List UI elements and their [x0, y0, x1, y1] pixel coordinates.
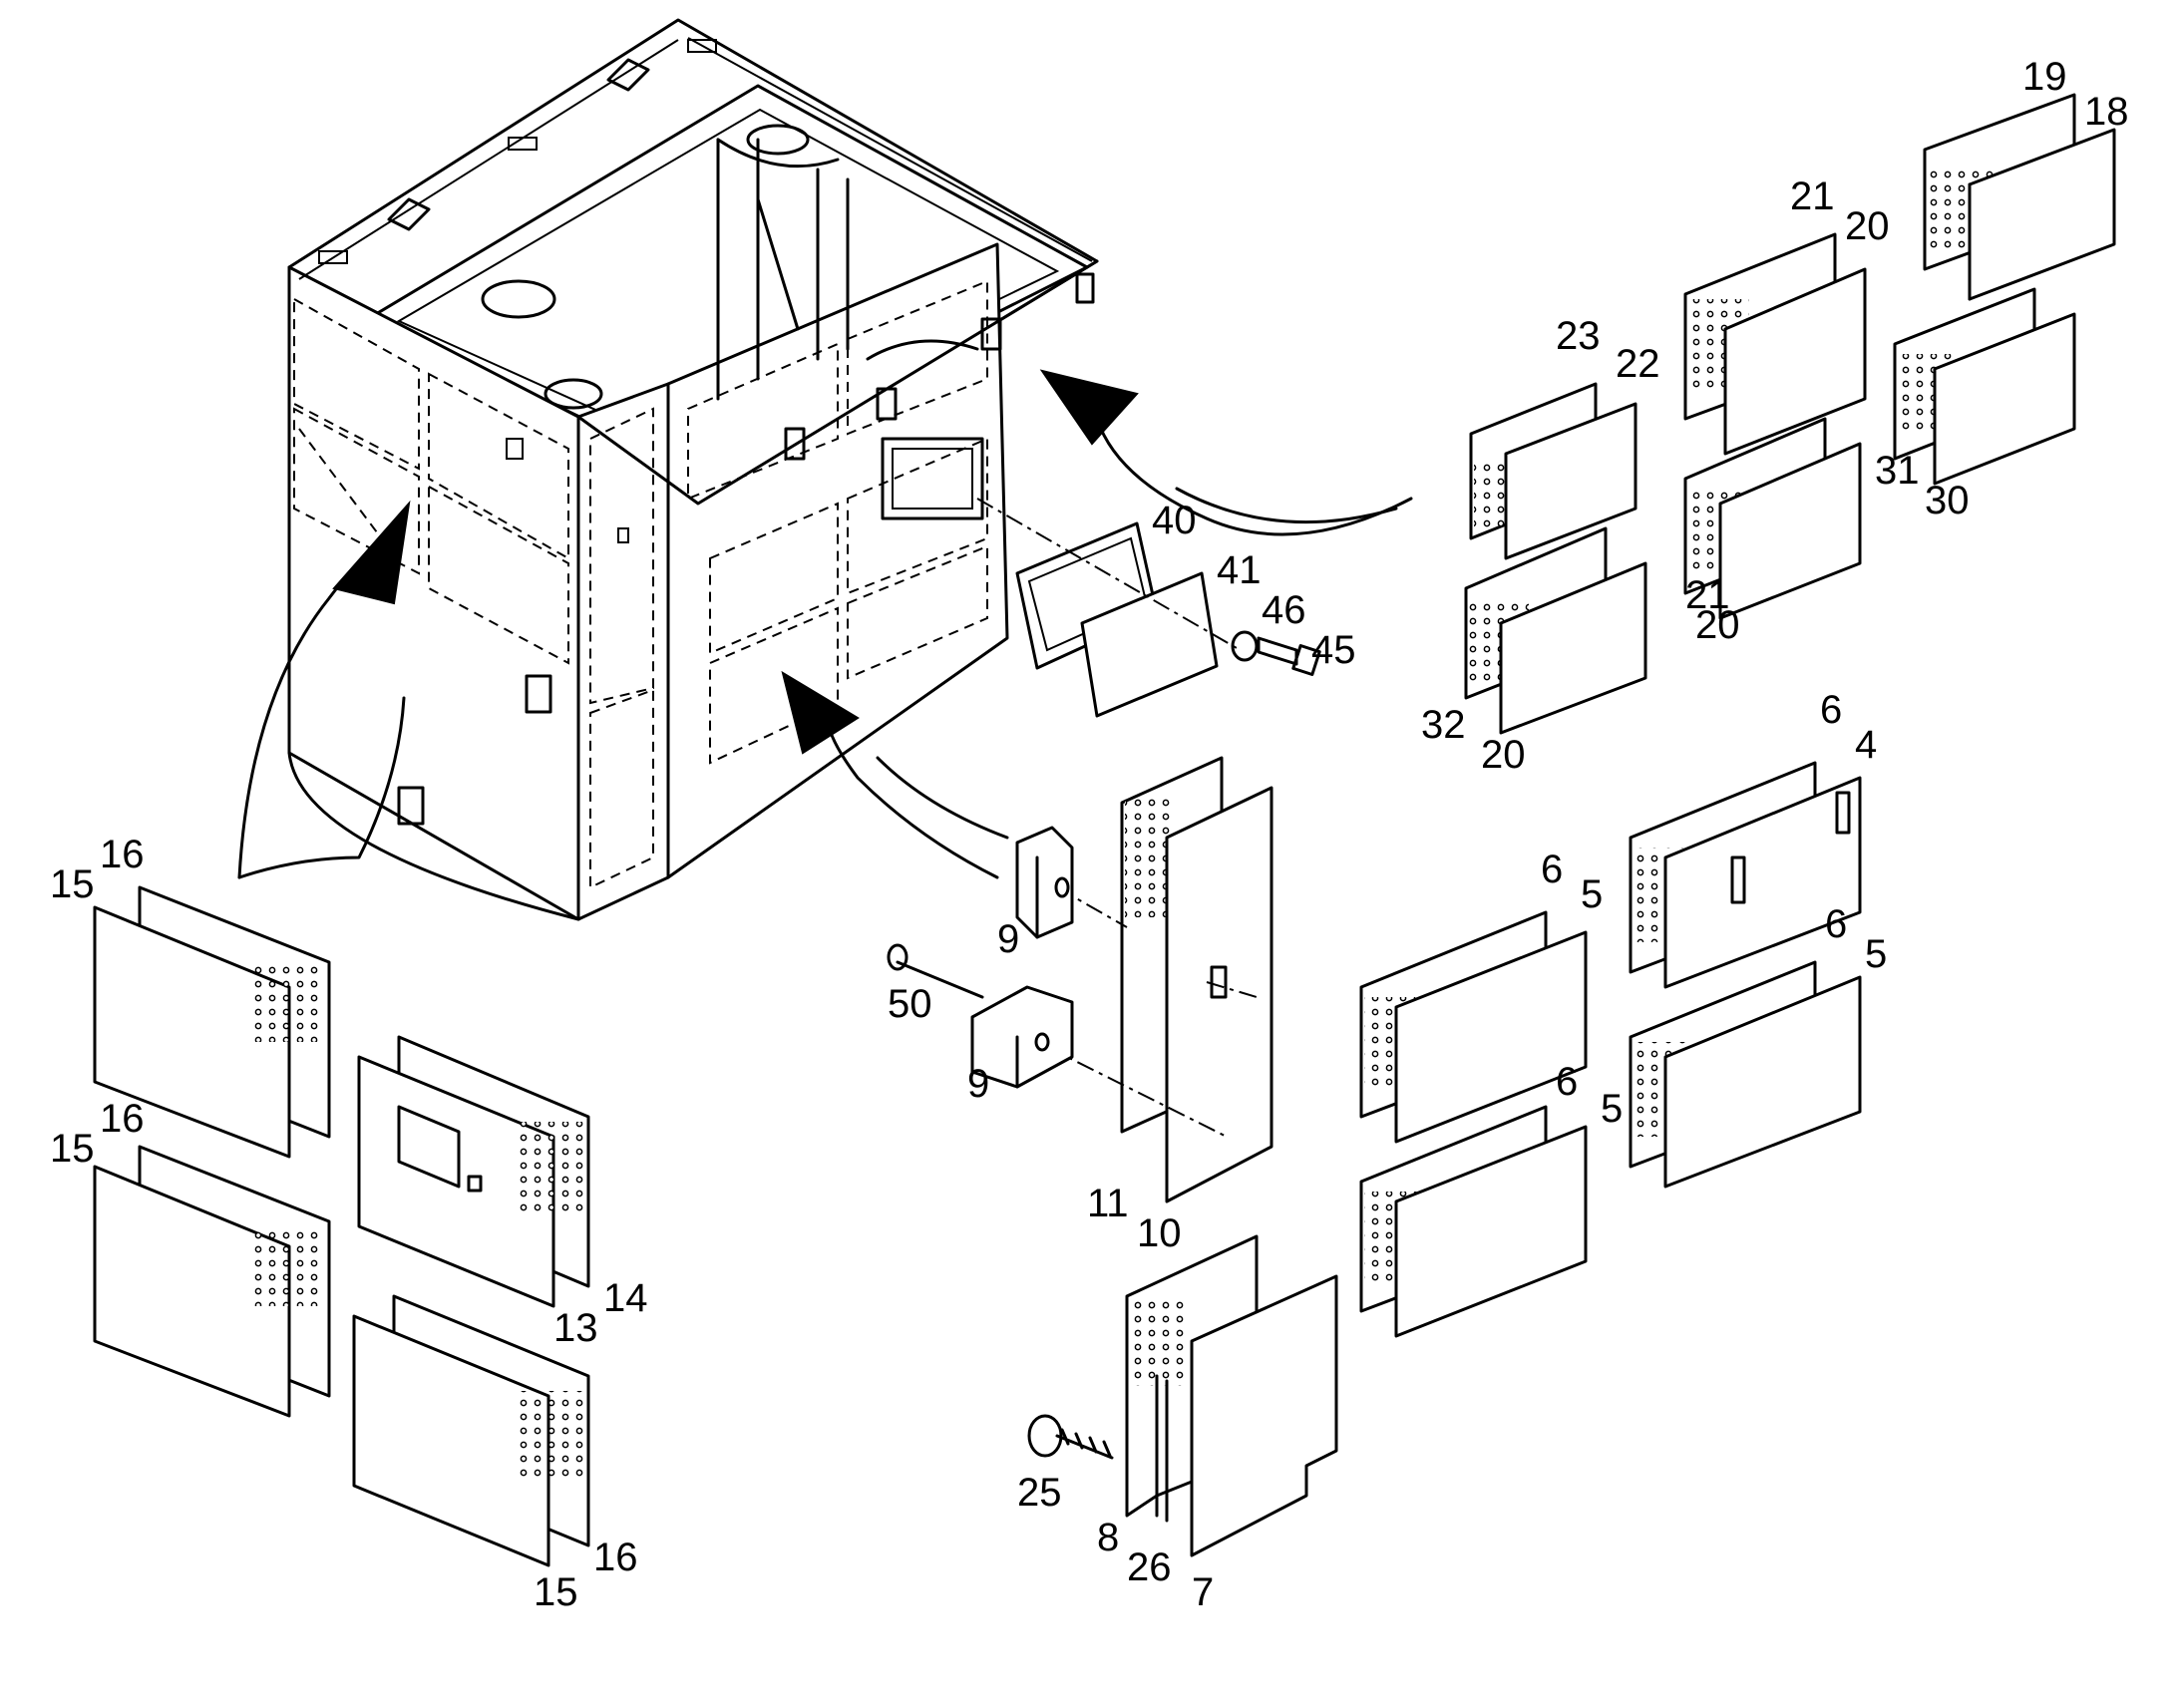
leader-arrows [237, 369, 1413, 879]
callout-50: 50 [888, 982, 932, 1026]
panel-pair-15-16-mid [93, 1145, 331, 1418]
block-9-upper [1015, 826, 1074, 939]
callout-32: 32 [1421, 703, 1466, 747]
callout-40: 40 [1152, 499, 1197, 542]
callout-45: 45 [1311, 628, 1356, 672]
callout-11: 11 [1087, 1182, 1129, 1225]
callout-19: 19 [2022, 55, 2067, 99]
callout-6: 6 [1820, 688, 1842, 732]
panel-pair-31-30 [1893, 287, 2076, 486]
panel-pair-6-5-upper-right [1629, 960, 1862, 1189]
callout-20: 20 [1695, 603, 1740, 647]
callout-9: 9 [997, 917, 1019, 961]
panel-pair-21-20-upper [1683, 232, 1867, 456]
panel-pair-32-20 [1464, 526, 1647, 735]
callout-31: 31 [1875, 449, 1920, 493]
panel-pair-8-7 [1125, 1234, 1338, 1557]
callout-30: 30 [1925, 479, 1970, 522]
callout-15: 15 [50, 862, 95, 906]
callout-46: 46 [1262, 588, 1306, 632]
panel-pair-15-16-bottom [352, 1294, 590, 1567]
callout-4: 4 [1855, 723, 1877, 767]
bolt-50 [887, 943, 984, 999]
panel-pair-23-22 [1469, 382, 1637, 560]
callout-16: 16 [100, 833, 145, 876]
tall-panel-pair-11-10 [1046, 756, 1273, 1203]
callout-15: 15 [50, 1127, 95, 1171]
callout-13: 13 [553, 1306, 598, 1350]
callout-6: 6 [1825, 902, 1847, 946]
panel-pair-6-5-mid [1359, 910, 1588, 1144]
callout-10: 10 [1137, 1211, 1182, 1255]
callout-16: 16 [593, 1536, 638, 1579]
callout-15: 15 [534, 1570, 578, 1614]
callout-23: 23 [1556, 314, 1601, 358]
panel-pair-6-5-lower [1359, 1105, 1588, 1338]
callout-26: 26 [1127, 1545, 1172, 1589]
callout-5: 5 [1865, 932, 1887, 976]
callout-22: 22 [1616, 342, 1660, 386]
panel-pair-6-4 [1629, 761, 1862, 989]
callout-20: 20 [1845, 204, 1890, 248]
callout-labels: 19 18 21 20 23 22 31 30 21 20 40 41 46 4… [50, 55, 2129, 1614]
callout-16: 16 [100, 1097, 145, 1141]
callout-14: 14 [603, 1276, 648, 1320]
callout-5: 5 [1601, 1087, 1623, 1131]
access-cover-assembly [976, 498, 1321, 718]
callout-18: 18 [2084, 90, 2129, 134]
callout-25: 25 [1017, 1471, 1062, 1515]
panel-pair-13-14 [357, 1035, 590, 1308]
callout-7: 7 [1192, 1570, 1214, 1614]
callout-9: 9 [967, 1062, 989, 1106]
callout-8: 8 [1097, 1516, 1119, 1559]
callout-6: 6 [1541, 848, 1563, 891]
enclosure-frame [287, 18, 1099, 921]
callout-21: 21 [1685, 573, 1730, 617]
callout-21: 21 [1790, 174, 1835, 218]
panel-pair-19-18 [1923, 93, 2116, 301]
panel-pair-15-16-top [93, 885, 331, 1159]
callout-41: 41 [1217, 548, 1262, 592]
callout-6: 6 [1556, 1060, 1578, 1104]
callout-5: 5 [1581, 872, 1603, 916]
screw-25 [1027, 1414, 1114, 1460]
block-9-lower [970, 985, 1074, 1089]
callout-20: 20 [1481, 733, 1526, 777]
panel-pair-21-20-lower [1683, 417, 1862, 620]
